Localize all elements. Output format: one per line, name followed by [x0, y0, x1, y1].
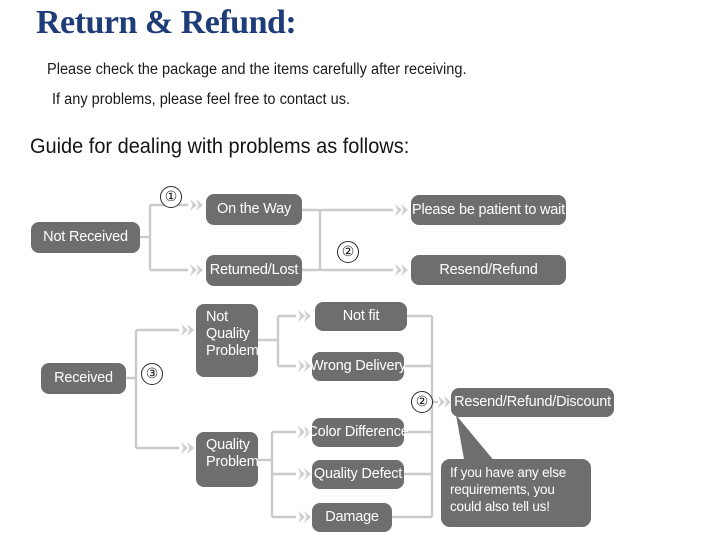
step-number-2-top: ②	[337, 241, 359, 263]
node-please-be-patient-to-wait[interactable]: Please be patient to wait	[411, 195, 566, 225]
node-returned-lost[interactable]: Returned/Lost	[206, 255, 302, 286]
guide-heading: Guide for dealing with problems as follo…	[30, 135, 410, 158]
node-label-line: Quality	[206, 326, 250, 343]
step-number-1: ①	[160, 186, 182, 208]
node-resend-refund[interactable]: Resend/Refund	[411, 255, 566, 285]
callout-bubble: If you have any else requirements, you c…	[441, 459, 591, 527]
node-damage[interactable]: Damage	[312, 503, 392, 532]
intro-line-1: Please check the package and the items c…	[47, 61, 467, 78]
node-resend-refund-discount[interactable]: Resend/Refund/Discount	[451, 388, 614, 417]
node-not-received[interactable]: Not Received	[31, 222, 140, 253]
step-number-2-bottom: ②	[411, 391, 433, 413]
node-wrong-delivery[interactable]: Wrong Delivery	[310, 352, 406, 381]
node-quality-defect[interactable]: Quality Defect	[312, 460, 404, 489]
node-label-line: Problem	[206, 343, 259, 360]
node-label-line: Problem	[206, 454, 259, 471]
node-on-the-way[interactable]: On the Way	[206, 194, 302, 225]
page-title: Return & Refund:	[36, 4, 297, 41]
node-label-line: Not	[206, 309, 228, 325]
step-number-3: ③	[141, 363, 163, 385]
node-color-difference[interactable]: Color Difference	[307, 418, 409, 447]
node-not-fit[interactable]: Not fit	[315, 302, 407, 331]
intro-line-2: If any problems, please feel free to con…	[52, 91, 351, 108]
node-received[interactable]: Received	[41, 363, 126, 394]
node-label-line: Quality	[206, 437, 250, 453]
